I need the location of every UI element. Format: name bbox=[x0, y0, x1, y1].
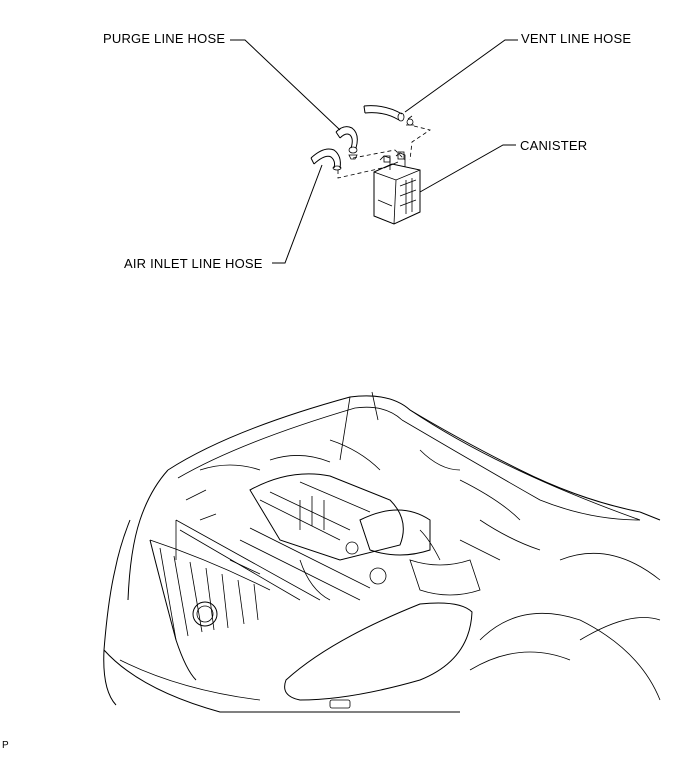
air-inlet-leader-line bbox=[272, 164, 323, 264]
front-fender bbox=[103, 519, 131, 706]
air-inlet-line-hose-label: AIR INLET LINE HOSE bbox=[124, 256, 263, 271]
canister-label: CANISTER bbox=[520, 138, 588, 153]
engine-cover bbox=[249, 473, 404, 561]
canister-body bbox=[373, 151, 421, 225]
purge-line-hose-label: PURGE LINE HOSE bbox=[103, 31, 226, 46]
air-cleaner bbox=[359, 509, 431, 556]
canister-leader-line bbox=[419, 144, 516, 193]
vent-line-hose-label: VENT LINE HOSE bbox=[521, 31, 632, 46]
purge-leader-line bbox=[230, 39, 341, 131]
air-inlet-line-hose bbox=[310, 148, 342, 171]
front-bumper bbox=[103, 649, 460, 713]
grille bbox=[149, 539, 197, 681]
emblem bbox=[192, 601, 218, 627]
connection-guides bbox=[337, 125, 431, 179]
vent-line-hose bbox=[363, 105, 414, 126]
vent-leader-line bbox=[404, 39, 518, 113]
figure-code: P bbox=[2, 740, 9, 751]
leader-lines bbox=[230, 39, 518, 264]
headlamp bbox=[284, 602, 473, 701]
purge-line-hose bbox=[335, 126, 358, 160]
hood-outline bbox=[167, 395, 641, 513]
vehicle-engine-bay bbox=[103, 391, 661, 713]
